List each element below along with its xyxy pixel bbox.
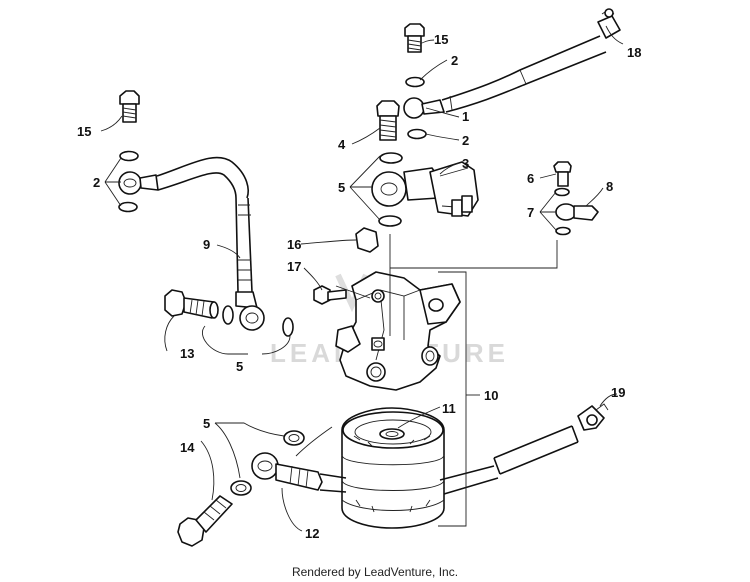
fitting-8 [573, 205, 599, 221]
lower-oil-line-assembly [177, 403, 609, 547]
washer-5-c2 [230, 480, 252, 496]
banjo-fitting-upper [403, 97, 425, 119]
callout-12: 12 [305, 526, 319, 541]
banjo-fitting-left [118, 171, 142, 195]
callout-18: 18 [627, 45, 641, 60]
filter-housing-10 [313, 227, 461, 391]
washer-7-lower [555, 226, 571, 236]
footer-credit: Rendered by LeadVenture, Inc. [292, 565, 458, 579]
bolt-6 [553, 161, 572, 173]
callout-6: 6 [527, 171, 534, 186]
banjo-bolt-4 [376, 100, 400, 117]
washer-7-upper [554, 187, 570, 197]
callout-2-left: 2 [93, 175, 100, 190]
callout-15-left: 15 [77, 124, 91, 139]
hose-clamp-18 [597, 8, 621, 39]
washer-upper-2b [407, 128, 427, 140]
crush-washer-lower-left [118, 201, 138, 213]
callout-7: 7 [527, 205, 534, 220]
callout-5-lower: 5 [203, 416, 210, 431]
banjo-bolt-14 [177, 517, 205, 547]
callout-4: 4 [338, 137, 346, 152]
banjo-fitting-bottom [239, 305, 265, 331]
washer-upper-2a [405, 76, 425, 88]
banjo-fitting-7 [555, 203, 577, 221]
callout-15-upper: 15 [434, 32, 448, 47]
callout-19: 19 [611, 385, 625, 400]
washer-5-lower [378, 215, 402, 227]
washer-left-b [282, 317, 294, 337]
callout-5-left: 5 [236, 359, 243, 374]
washer-5-c1 [283, 430, 305, 446]
top-oil-line-assembly [371, 8, 621, 227]
callout-2-mid: 2 [462, 133, 469, 148]
hose-clamp-19 [577, 403, 609, 431]
callout-9: 9 [203, 237, 210, 252]
callout-16: 16 [287, 237, 301, 252]
callout-1: 1 [462, 109, 469, 124]
right-banjo-assembly [553, 161, 599, 236]
banjo-fitting-12 [251, 452, 279, 480]
oil-filter-11 [341, 407, 445, 529]
fitting-16 [355, 227, 379, 253]
callouts: 15 2 18 1 4 2 3 15 2 5 6 8 7 9 16 17 13 … [77, 32, 641, 541]
washer-left-a [222, 305, 234, 325]
banjo-bolt-13 [164, 289, 219, 319]
callout-8: 8 [606, 179, 613, 194]
solenoid-valve-3 [403, 161, 479, 217]
left-oil-line-assembly [118, 90, 294, 337]
crush-washer-upper-left [119, 150, 139, 162]
callout-3: 3 [462, 156, 469, 171]
callout-10: 10 [484, 388, 498, 403]
banjo-fitting-5 [371, 171, 407, 207]
callout-17: 17 [287, 259, 301, 274]
callout-14: 14 [180, 440, 195, 455]
callout-11: 11 [442, 401, 456, 416]
washer-5-upper [379, 152, 403, 164]
callout-13: 13 [180, 346, 194, 361]
banjo-bolt-left [119, 90, 140, 123]
callout-5-upper: 5 [338, 180, 345, 195]
leader-lines [100, 25, 624, 532]
callout-2-upper: 2 [451, 53, 458, 68]
banjo-bolt-upper [404, 23, 425, 37]
